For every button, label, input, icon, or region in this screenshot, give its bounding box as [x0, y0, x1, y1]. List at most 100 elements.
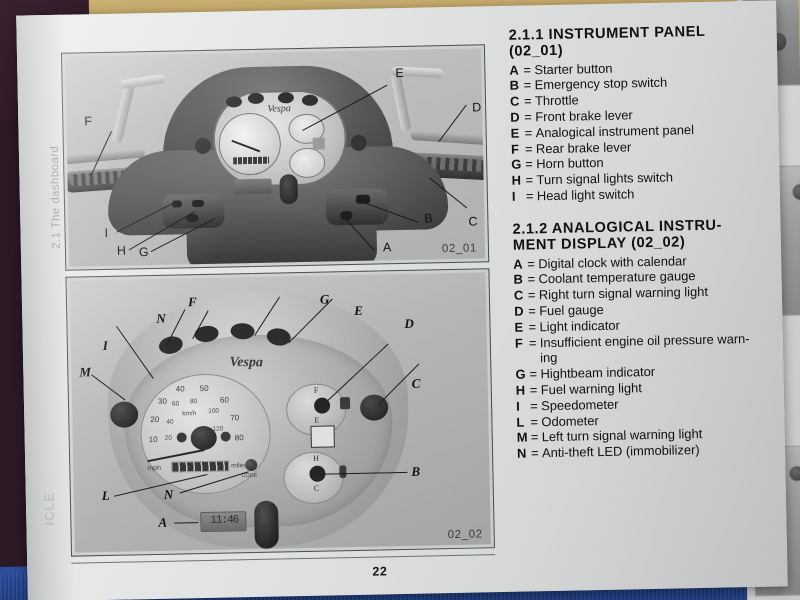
kmh-tick-60: 60: [171, 400, 180, 408]
definition-key: D: [514, 303, 524, 319]
mirror-stalk-left: [111, 83, 135, 144]
turn-signal-switch: [191, 199, 205, 208]
next-page-knob-5: [788, 465, 800, 482]
definition-key: G: [511, 157, 522, 173]
definition-equals: =: [525, 172, 534, 188]
definition-equals: =: [524, 125, 533, 141]
page-number: 22: [372, 564, 388, 579]
definition-equals: =: [530, 429, 539, 445]
definition-key: H: [515, 382, 526, 398]
figure1-label-I: I: [104, 225, 109, 240]
thermometer-icon: [339, 465, 347, 479]
definition-equals: =: [529, 366, 538, 382]
definition-key: B: [509, 78, 520, 94]
definition-equals: =: [524, 109, 533, 125]
figure1-label-G: G: [138, 245, 149, 260]
definition-equals: =: [530, 413, 539, 429]
figure2-caption: 02_02: [447, 528, 483, 542]
temp-cold-label: C: [313, 483, 320, 493]
mph-tick-50: 50: [199, 383, 209, 394]
section-1-definition-list: A = Starter button B = Emergency stop sw…: [509, 57, 764, 204]
kmh-tick-80: 80: [189, 398, 198, 406]
figure1-label-A: A: [382, 240, 392, 255]
definition-equals: =: [527, 271, 536, 287]
figure2-label-B: B: [411, 463, 421, 479]
definition-key: B: [513, 271, 524, 288]
mph-tick-80: 80: [234, 433, 244, 443]
definition-value: Head light switch: [536, 186, 635, 204]
mph-tick-20: 20: [150, 414, 160, 425]
mph-tick-70: 70: [230, 413, 240, 423]
ignition-keyhole: [253, 500, 279, 550]
definition-equals: =: [528, 319, 537, 335]
definition-key: C: [513, 287, 524, 303]
definition-key: N: [516, 445, 527, 461]
headlight-switch: [171, 200, 183, 208]
figure1-label-E: E: [395, 65, 404, 81]
definition-key: L: [516, 414, 525, 430]
figure1-label-H: H: [116, 243, 127, 258]
digital-clock-top: [233, 178, 272, 195]
code-label: CODE: [241, 472, 258, 480]
temp-hot-label: H: [313, 453, 320, 463]
definition-key: I: [511, 188, 516, 204]
definition-key: G: [515, 366, 526, 382]
figure2-label-I: I: [102, 337, 109, 354]
definition-key: D: [510, 109, 520, 125]
definition-equals: =: [527, 287, 536, 303]
definition-equals: =: [523, 77, 532, 93]
definition-key: F: [510, 141, 519, 157]
photo-instrument-cluster: Vespa 40 50 30 60 20 70 10 80 60 80 100 …: [69, 272, 491, 553]
kmh-unit-label: km/h: [182, 410, 197, 418]
figure2-label-C: C: [411, 375, 421, 391]
definition-equals: =: [525, 156, 533, 172]
figure2-label-A: A: [158, 514, 168, 530]
kmh-tick-40: 40: [166, 418, 174, 426]
photo-handlebars: Vespa E D F: [65, 48, 486, 267]
ignition-switch-top: [279, 174, 299, 205]
definition-equals: =: [529, 382, 538, 398]
odometer-display: [171, 460, 230, 473]
mirror-stalk-right: [390, 73, 412, 133]
clock-value: 11:46: [210, 514, 239, 527]
definition-equals: =: [528, 303, 536, 319]
mph-tick-40: 40: [175, 384, 185, 394]
definition-equals: =: [527, 255, 535, 272]
figure2-label-N-top: N: [156, 310, 166, 326]
miles-unit-label: miles: [231, 462, 247, 470]
kmh-tick-20: 20: [164, 434, 173, 442]
mph-tick-60: 60: [219, 395, 229, 405]
parking-brake-icon: [310, 425, 335, 448]
vespa-logo: Vespa: [229, 354, 264, 371]
figure2-label-F: F: [187, 294, 197, 310]
section-analogical-display: 2.1.2 ANALOGICAL INSTRU- MENT DISPLAY (0…: [512, 217, 769, 462]
figure2-label-L: L: [101, 487, 110, 504]
mph-unit-label: mph: [147, 464, 162, 473]
section-2-heading: 2.1.2 ANALOGICAL INSTRU- MENT DISPLAY (0…: [512, 217, 765, 255]
section-2-definition-list: A = Digital clock with calendar B = Cool…: [513, 251, 769, 461]
front-brake-lever: [410, 129, 486, 146]
definition-equals: =: [523, 93, 532, 109]
figure1-label-B: B: [424, 211, 433, 226]
fuel-full-label: F: [313, 385, 319, 395]
figure1-label-F: F: [84, 114, 93, 129]
definition-key: H: [511, 172, 522, 189]
definition-key: A: [513, 256, 523, 272]
definition-key: E: [510, 125, 520, 141]
fuel-pump-icon: [339, 397, 351, 410]
figure2-label-N-bottom: N: [163, 486, 174, 502]
definition-value: Anti-theft LED (immobilizer): [541, 442, 700, 461]
definition-equals: =: [529, 398, 538, 414]
kmh-tick-100: 100: [208, 407, 220, 415]
definition-key: F: [514, 335, 523, 351]
figure1-label-C: C: [468, 214, 478, 229]
figure1-caption: 02_01: [441, 242, 478, 256]
definition-equals: =: [523, 62, 532, 78]
definition-key: C: [509, 93, 520, 110]
definition-equals: =: [528, 334, 537, 350]
page-edge-text: ICLE: [41, 491, 57, 526]
parking-icon-top: [312, 137, 325, 150]
definition-key: M: [516, 429, 528, 446]
text-column: 2.1.1 INSTRUMENT PANEL (02_01) A = Start…: [509, 23, 770, 462]
figure2-label-M: M: [79, 364, 92, 380]
